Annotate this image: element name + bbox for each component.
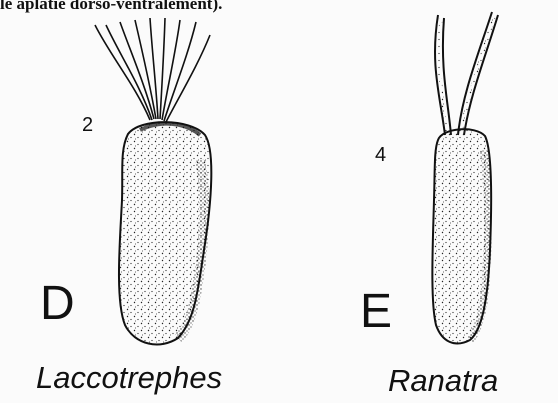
egg-body-outline — [119, 122, 211, 344]
species-name-laccotrephes: Laccotrephes — [36, 362, 222, 393]
ranatra-egg — [432, 12, 498, 344]
label-number-e: 4 — [375, 145, 386, 165]
species-name-ranatra: Ranatra — [388, 365, 498, 396]
panel-letter-d: D — [40, 280, 75, 328]
respiratory-filaments — [95, 18, 210, 122]
laccotrephes-egg — [95, 18, 211, 344]
panel-letter-e: E — [360, 288, 392, 336]
label-number-d: 2 — [82, 115, 93, 135]
